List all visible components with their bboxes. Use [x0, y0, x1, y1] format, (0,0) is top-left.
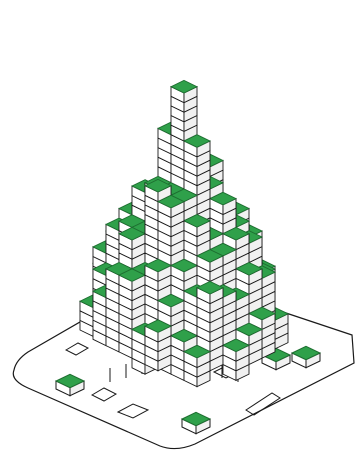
block-tower	[80, 80, 288, 386]
